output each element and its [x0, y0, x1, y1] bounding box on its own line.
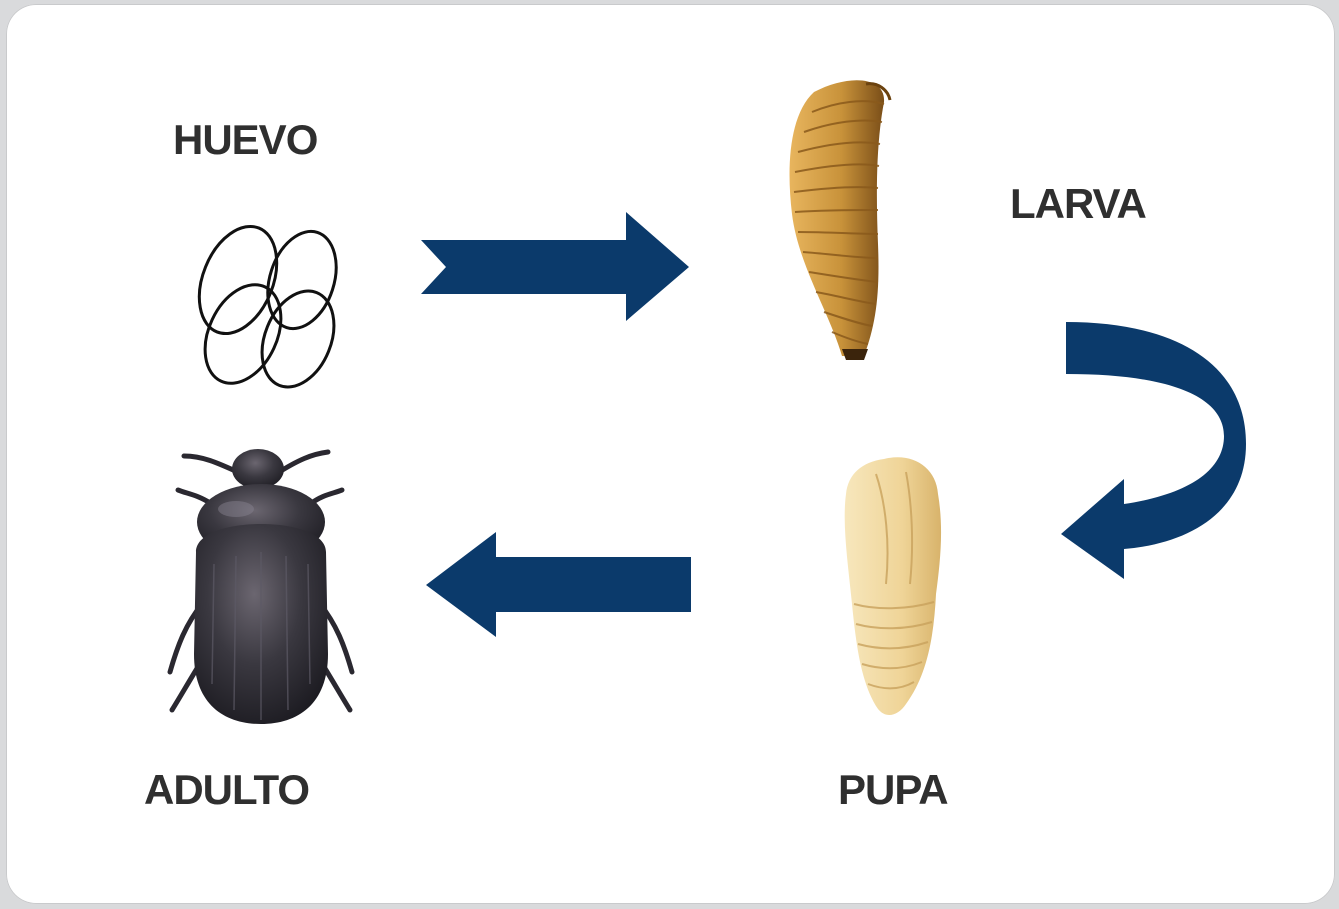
pupa-icon [845, 457, 941, 715]
larva-label: LARVA [1010, 180, 1146, 228]
arrow-right-icon [421, 212, 689, 321]
egg-label: HUEVO [173, 116, 317, 164]
darkling-beetle-icon [170, 449, 352, 724]
egg-cluster-icon [185, 215, 348, 398]
lifecycle-diagram: HUEVO LARVA ADULTO PUPA [6, 4, 1335, 904]
adult-label: ADULTO [144, 766, 309, 814]
pupa-label: PUPA [838, 766, 948, 814]
mealworm-larva-icon [790, 80, 890, 360]
arrow-left-icon [426, 532, 691, 637]
curved-arrow-down-icon [1061, 322, 1246, 579]
